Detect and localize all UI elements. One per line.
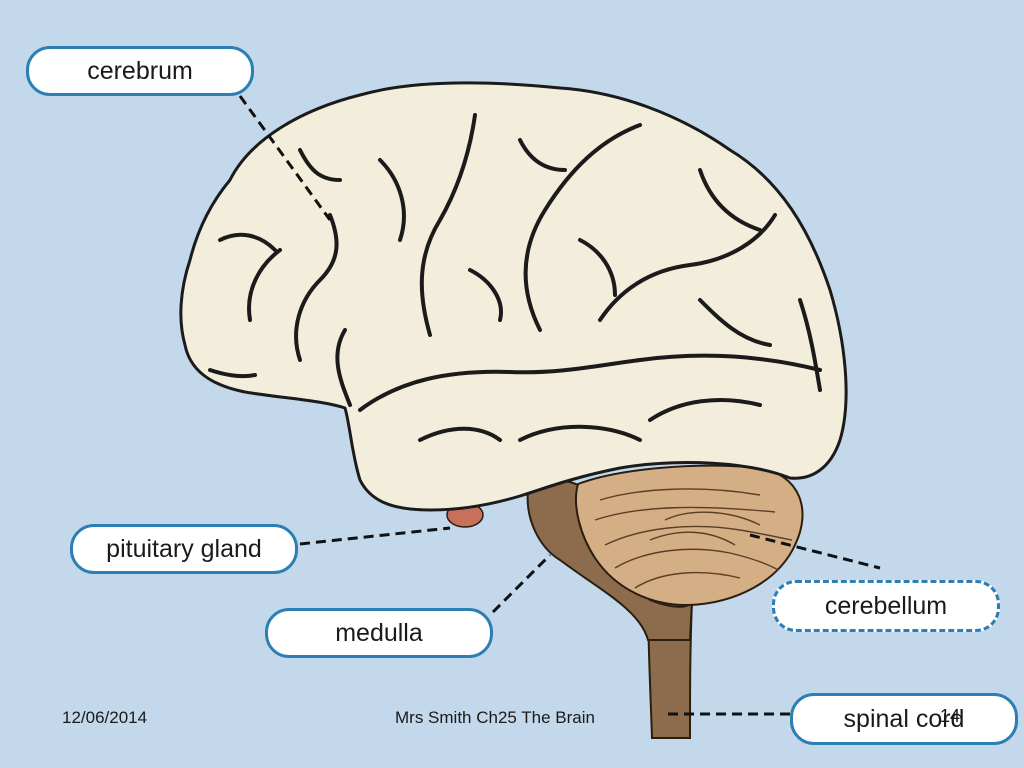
cerebrum-folds: [208, 113, 822, 442]
spinal-cord-label: spinal cord: [790, 693, 1018, 745]
medulla-leader: [491, 553, 552, 614]
cerebrum-leader: [238, 95, 332, 221]
leader-lines: [238, 95, 881, 716]
medulla-label-text: medulla: [335, 618, 423, 647]
spinal-cord-label-text: spinal cord: [843, 704, 965, 733]
footer-date: 12/06/2014: [62, 708, 148, 727]
cerebellum-folia: [594, 488, 793, 589]
pituitary-gland-label: pituitary gland: [70, 524, 298, 574]
cerebrum-label-text: cerebrum: [87, 56, 193, 85]
footer-title: Mrs Smith Ch25 The Brain: [395, 708, 595, 727]
cerebellum-shape: [574, 464, 804, 607]
cerebellum-leader: [749, 533, 881, 570]
footer-page-number: 14: [940, 706, 961, 726]
cerebrum-shape: [179, 81, 848, 512]
pituitary-leader: [299, 526, 451, 546]
cerebrum-label: cerebrum: [26, 46, 254, 96]
cerebellum-label: cerebellum: [772, 580, 1000, 632]
cerebellum-label-text: cerebellum: [824, 591, 948, 620]
pituitary-gland-label-text: pituitary gland: [106, 534, 262, 563]
medulla-label: medulla: [265, 608, 493, 658]
